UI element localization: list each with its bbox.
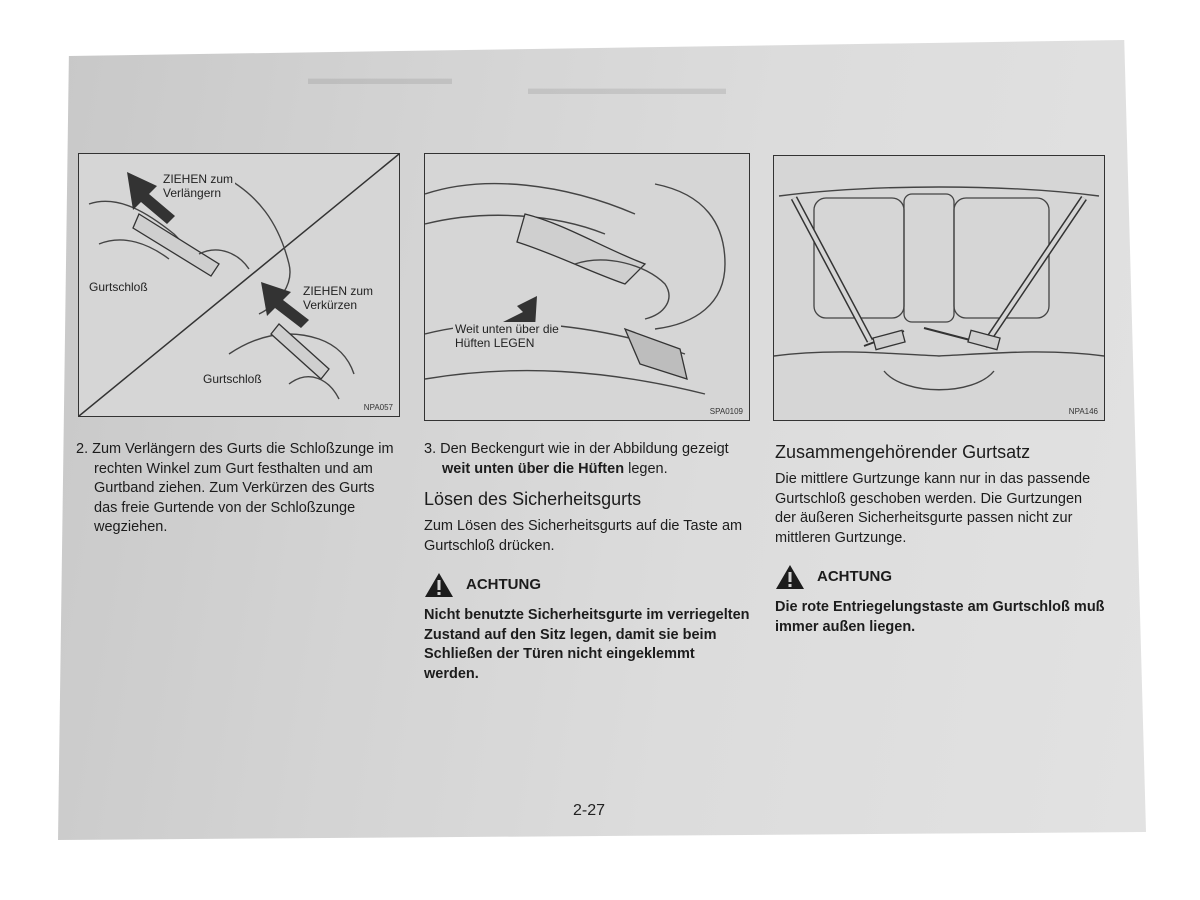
- show-through-heading-left: ▬▬▬▬▬▬▬▬: [308, 68, 452, 88]
- section-heading-release: Lösen des Sicherheitsgurts: [424, 489, 642, 509]
- label-low-hips: Weit unten über die Hüften LEGEN: [453, 322, 561, 350]
- step-3-suffix: legen.: [624, 460, 668, 477]
- label-pull-shorten: ZIEHEN zum Verkürzen: [301, 284, 376, 312]
- step-3-text: 3. Den Beckengurt wie in der Abbildung g…: [424, 440, 750, 479]
- warning-triangle-icon: [425, 573, 453, 597]
- warning-header: ACHTUNG: [424, 572, 750, 598]
- warning-label: ACHTUNG: [466, 576, 541, 594]
- arrow-shorten-icon: [261, 282, 309, 328]
- figure-lap-belt: Weit unten über die Hüften LEGEN SPA0109: [424, 153, 750, 421]
- lap-belt-illustration: [425, 182, 726, 395]
- figure-rear-seat-belts: NPA146: [773, 155, 1105, 421]
- label-pull-extend: ZIEHEN zum Verlängern: [161, 172, 236, 200]
- show-through-heading: ▬▬▬▬▬▬▬▬▬▬▬: [528, 78, 726, 98]
- figure-code: NPA057: [363, 403, 393, 412]
- warning-text: Die rote Entriegelungstaste am Gurtschlo…: [775, 599, 1105, 635]
- column-2: 3. Den Beckengurt wie in der Abbildung g…: [424, 440, 750, 684]
- rear-seat-illustration: [774, 186, 1104, 391]
- matched-set-body-text: Die mittlere Gurtzunge kann nur in das p…: [775, 471, 1091, 546]
- warning-header: ACHTUNG: [775, 564, 1105, 590]
- warning-label: ACHTUNG: [817, 568, 892, 586]
- column-3: Zusammengehörender Gurtsatz Die mittlere…: [775, 432, 1105, 637]
- belt-adjust-illustration: [79, 154, 399, 416]
- step-3-bold: weit unten über die Hüften: [442, 460, 625, 477]
- arrow-extend-icon: [127, 172, 175, 224]
- page-number: 2-27: [573, 802, 606, 819]
- release-body-text: Zum Lösen des Sicherheitsgurts auf die T…: [424, 518, 743, 554]
- figure-code: NPA146: [1068, 407, 1098, 416]
- section-heading-matched-set: Zusammengehörender Gurtsatz: [775, 442, 1031, 462]
- label-buckle-bottom: Gurtschloß: [201, 372, 264, 386]
- column-1: 2. Zum Verlängern des Gurts die Schloßzu…: [76, 440, 398, 538]
- warning-triangle-icon: [776, 565, 804, 589]
- figure-code: SPA0109: [709, 407, 743, 416]
- label-buckle-top: Gurtschloß: [87, 280, 150, 294]
- step-3-prefix: 3. Den Beckengurt wie in der Abbildung g…: [424, 441, 729, 457]
- figure-belt-adjust: ZIEHEN zum Verlängern Gurtschloß ZIEHEN …: [78, 153, 400, 417]
- step-2-text: 2. Zum Verlängern des Gurts die Schloßzu…: [76, 441, 394, 535]
- warning-text: Nicht benutzte Sicherheitsgurte im verri…: [424, 607, 750, 682]
